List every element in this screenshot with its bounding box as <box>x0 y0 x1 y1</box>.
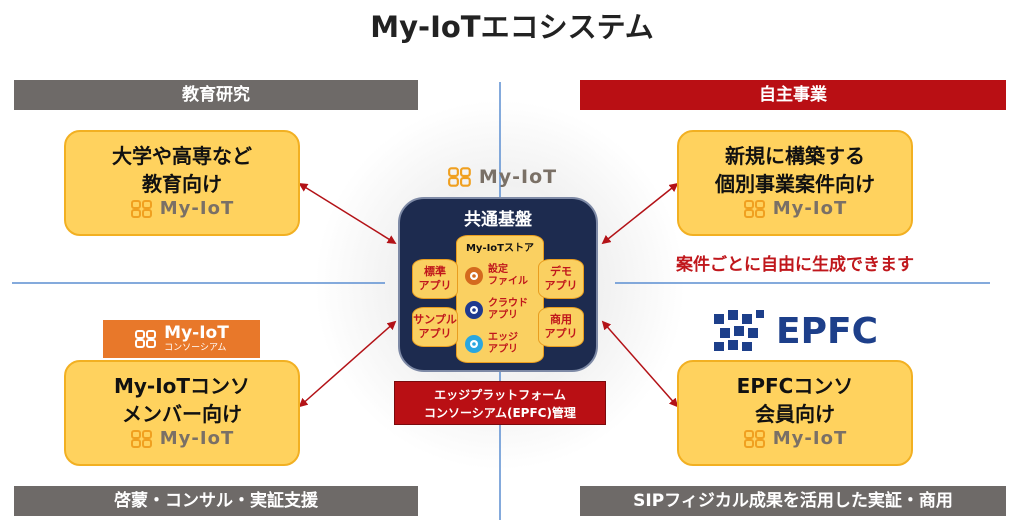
myiot-consortium-logo: My-IoT コンソーシアム <box>103 320 260 358</box>
box-business: 新規に構築する 個別事業案件向け My-IoT <box>677 130 913 236</box>
store-cylinder: My-IoTストア <box>456 235 544 363</box>
myiot-logo: My-IoT <box>66 428 298 449</box>
box-business-line1: 新規に構築する <box>725 144 865 168</box>
center-myiot-logo: My-IoT <box>440 163 564 191</box>
cloud-app-line1: クラウド <box>488 298 528 309</box>
edge-app-line1: エッジ <box>488 332 518 343</box>
myiot-logo-icon <box>743 199 765 218</box>
arrow-edu <box>298 183 397 244</box>
box-education-line1: 大学や高専など <box>112 144 252 168</box>
puzzle-icon <box>714 310 764 351</box>
box-member-line1: My-IoTコンソ <box>113 374 251 398</box>
demo-app-line1: デモ <box>550 265 572 278</box>
standard-app-line2: アプリ <box>418 279 452 292</box>
bar-consulting: 啓蒙・コンサル・実証支援 <box>14 486 418 516</box>
myiot-logo: My-IoT <box>679 198 911 219</box>
demo-app: デモ アプリ <box>538 259 584 299</box>
settings-disc-icon <box>465 267 483 285</box>
commercial-app: 商用 アプリ <box>538 307 584 347</box>
epfc-managed-label: エッジプラットフォーム コンソーシアム(EPFC)管理 <box>394 381 606 425</box>
box-member-line2: メンバー向け <box>122 402 242 426</box>
myiot-logo-icon <box>447 167 471 187</box>
epfc-managed-line2: コンソーシアム(EPFC)管理 <box>424 406 576 420</box>
sample-app: サンプル アプリ <box>412 307 458 347</box>
epfc-managed-line1: エッジプラットフォーム <box>434 388 566 402</box>
arrow-epfc <box>601 320 679 408</box>
sample-app-line1: サンプル <box>413 313 457 326</box>
arrow-biz <box>601 182 679 245</box>
myiot-logo-icon <box>130 429 152 448</box>
myiot-logo-text: My-IoT <box>772 428 848 449</box>
arrow-member <box>298 320 397 408</box>
myiot-logo-text: My-IoT <box>159 198 235 219</box>
page-title: My-IoTエコシステム <box>370 10 654 44</box>
edge-app-item: エッジ アプリ <box>464 329 544 359</box>
myiot-logo: My-IoT <box>66 198 298 219</box>
consortium-logo-icon <box>135 330 157 348</box>
bar-sip-commercial: SIPフィジカル成果を活用した実証・商用 <box>580 486 1006 516</box>
note-free-generation: 案件ごとに自由に生成できます <box>676 255 914 275</box>
myiot-logo-icon <box>743 429 765 448</box>
consortium-logo-sub: コンソーシアム <box>164 343 227 353</box>
bar-own-business: 自主事業 <box>580 80 1006 110</box>
myiot-logo: My-IoT <box>679 428 911 449</box>
sample-app-line2: アプリ <box>418 327 452 340</box>
myiot-logo-icon <box>130 199 152 218</box>
edge-disc-icon <box>465 335 483 353</box>
edge-app-line2: アプリ <box>488 344 518 355</box>
box-education-line2: 教育向け <box>142 172 222 196</box>
commercial-app-line1: 商用 <box>550 313 572 326</box>
settings-file-line2: ファイル <box>488 276 528 287</box>
standard-app-line1: 標準 <box>424 265 446 278</box>
commercial-app-line2: アプリ <box>544 327 578 340</box>
standard-app: 標準 アプリ <box>412 259 458 299</box>
myiot-logo-text: My-IoT <box>772 198 848 219</box>
epfc-logo-text: EPFC <box>776 310 878 352</box>
bar-education-research: 教育研究 <box>14 80 418 110</box>
cloud-app-item: クラウド アプリ <box>464 295 544 325</box>
box-business-line2: 個別事業案件向け <box>715 172 875 196</box>
settings-file-line1: 設定 <box>488 264 508 275</box>
store-label: My-IoTストア <box>465 243 535 254</box>
epfc-logo: EPFC <box>710 306 890 356</box>
box-epfc-line2: 会員向け <box>755 402 835 426</box>
demo-app-line2: アプリ <box>544 279 578 292</box>
box-education: 大学や高専など 教育向け My-IoT <box>64 130 300 236</box>
cloud-app-line2: アプリ <box>488 310 518 321</box>
myiot-logo-text: My-IoT <box>159 428 235 449</box>
box-member: My-IoTコンソ メンバー向け My-IoT <box>64 360 300 466</box>
myiot-logo-text: My-IoT <box>478 166 558 188</box>
box-epfc-line1: EPFCコンソ <box>736 374 854 398</box>
common-platform-heading: 共通基盤 <box>464 210 532 230</box>
box-epfc: EPFCコンソ 会員向け My-IoT <box>677 360 913 466</box>
settings-file-item: 設定 ファイル <box>464 261 544 291</box>
cloud-disc-icon <box>465 301 483 319</box>
consortium-logo-name: My-IoT <box>164 323 229 343</box>
common-platform: 共通基盤 My-IoTストア 標準 アプリ サンプル アプリ デモ アプリ 商用… <box>398 197 598 372</box>
